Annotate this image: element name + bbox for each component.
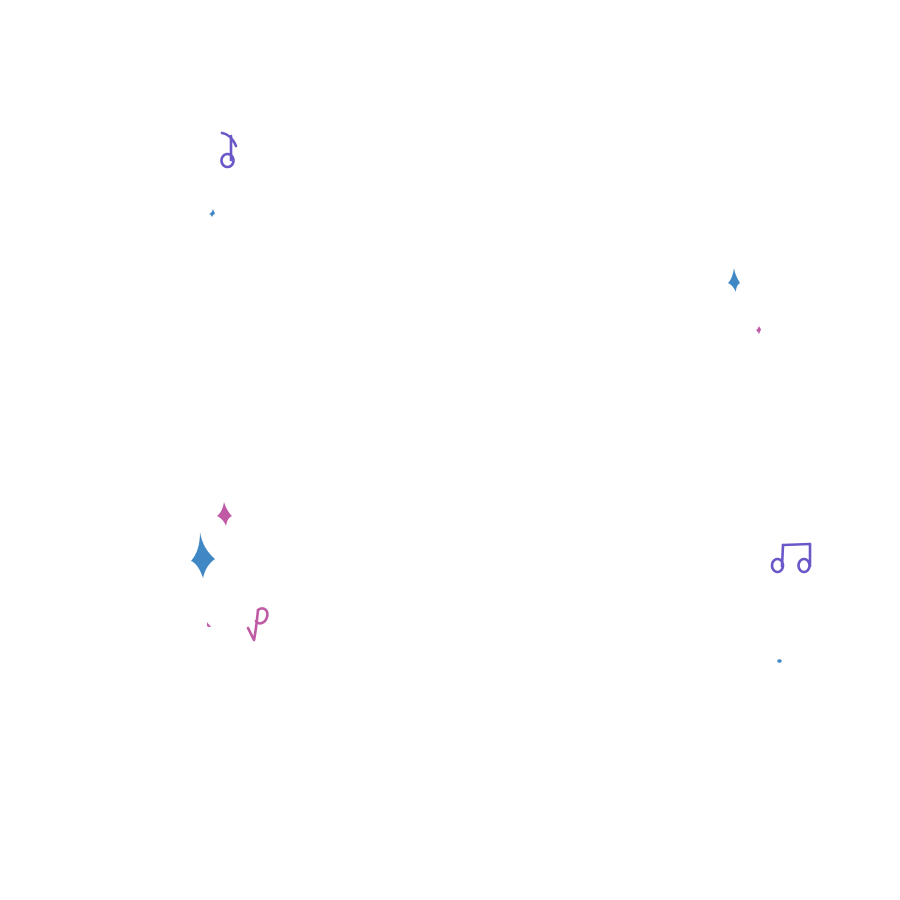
sparkle-small-icon xyxy=(209,209,215,217)
sparkle-large-icon xyxy=(191,532,215,578)
music-note-icon xyxy=(246,607,269,642)
beamed-notes-icon xyxy=(770,542,812,574)
sparkle-dot-icon xyxy=(207,622,211,627)
sparkle-dot-icon xyxy=(777,659,782,663)
eighth-note-icon xyxy=(220,131,238,169)
sparkle-icon xyxy=(217,502,232,526)
sparkle-dot-icon xyxy=(756,326,761,334)
sparkle-icon xyxy=(728,268,740,292)
